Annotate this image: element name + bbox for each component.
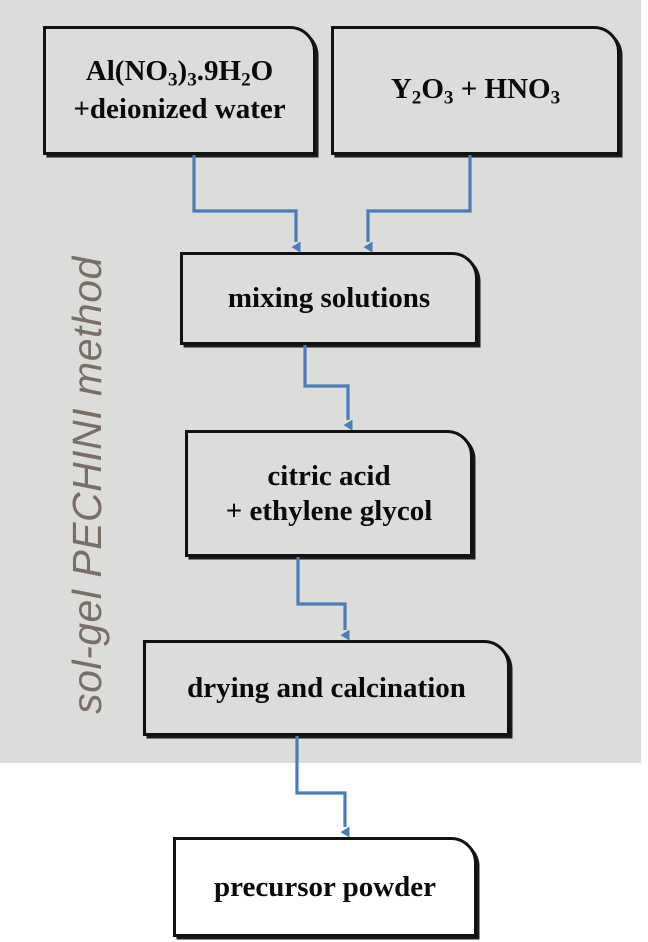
node-precursor-powder: precursor powder bbox=[173, 837, 477, 937]
node-aluminium-nitrate: Al(NO3)3.9H2O +deionized water bbox=[43, 26, 316, 155]
node-drying-and-calcination-label: drying and calcination bbox=[187, 671, 466, 704]
formula-part: ) bbox=[177, 55, 188, 88]
formula-part: Al(NO bbox=[85, 55, 168, 88]
node-mixing-solutions-label: mixing solutions bbox=[227, 282, 431, 315]
node-citric-acid-ethylene-glycol: citric acid + ethylene glycol bbox=[185, 430, 473, 557]
formula-subscript: 3 bbox=[443, 86, 454, 108]
formula-part: O bbox=[250, 55, 274, 88]
formula-part: O bbox=[421, 72, 444, 105]
formula-part: .9H bbox=[196, 55, 242, 88]
formula-subscript: 3 bbox=[187, 69, 197, 91]
formula-subscript: 2 bbox=[411, 86, 422, 108]
formula-subscript: 3 bbox=[550, 86, 561, 108]
process-region-label: sol-gel PECHINI method bbox=[64, 256, 110, 714]
node-yttria-nitric-acid: Y2O3 + HNO3 bbox=[331, 26, 620, 155]
node-ethylene-glycol-label: + ethylene glycol bbox=[225, 494, 433, 527]
node-precursor-powder-label: precursor powder bbox=[213, 870, 437, 903]
node-yttria-nitric-acid-formula: Y2O3 + HNO3 bbox=[391, 72, 560, 110]
formula-subscript: 2 bbox=[241, 69, 251, 91]
formula-subscript: 3 bbox=[167, 69, 178, 91]
formula-part: + HNO bbox=[453, 72, 551, 105]
node-aluminium-nitrate-solvent: +deionized water bbox=[73, 93, 286, 126]
node-citric-acid-label: citric acid bbox=[267, 460, 391, 493]
node-drying-and-calcination: drying and calcination bbox=[143, 640, 510, 736]
node-mixing-solutions: mixing solutions bbox=[180, 252, 478, 345]
node-aluminium-nitrate-formula: Al(NO3)3.9H2O bbox=[86, 54, 273, 92]
formula-part: Y bbox=[390, 72, 412, 105]
